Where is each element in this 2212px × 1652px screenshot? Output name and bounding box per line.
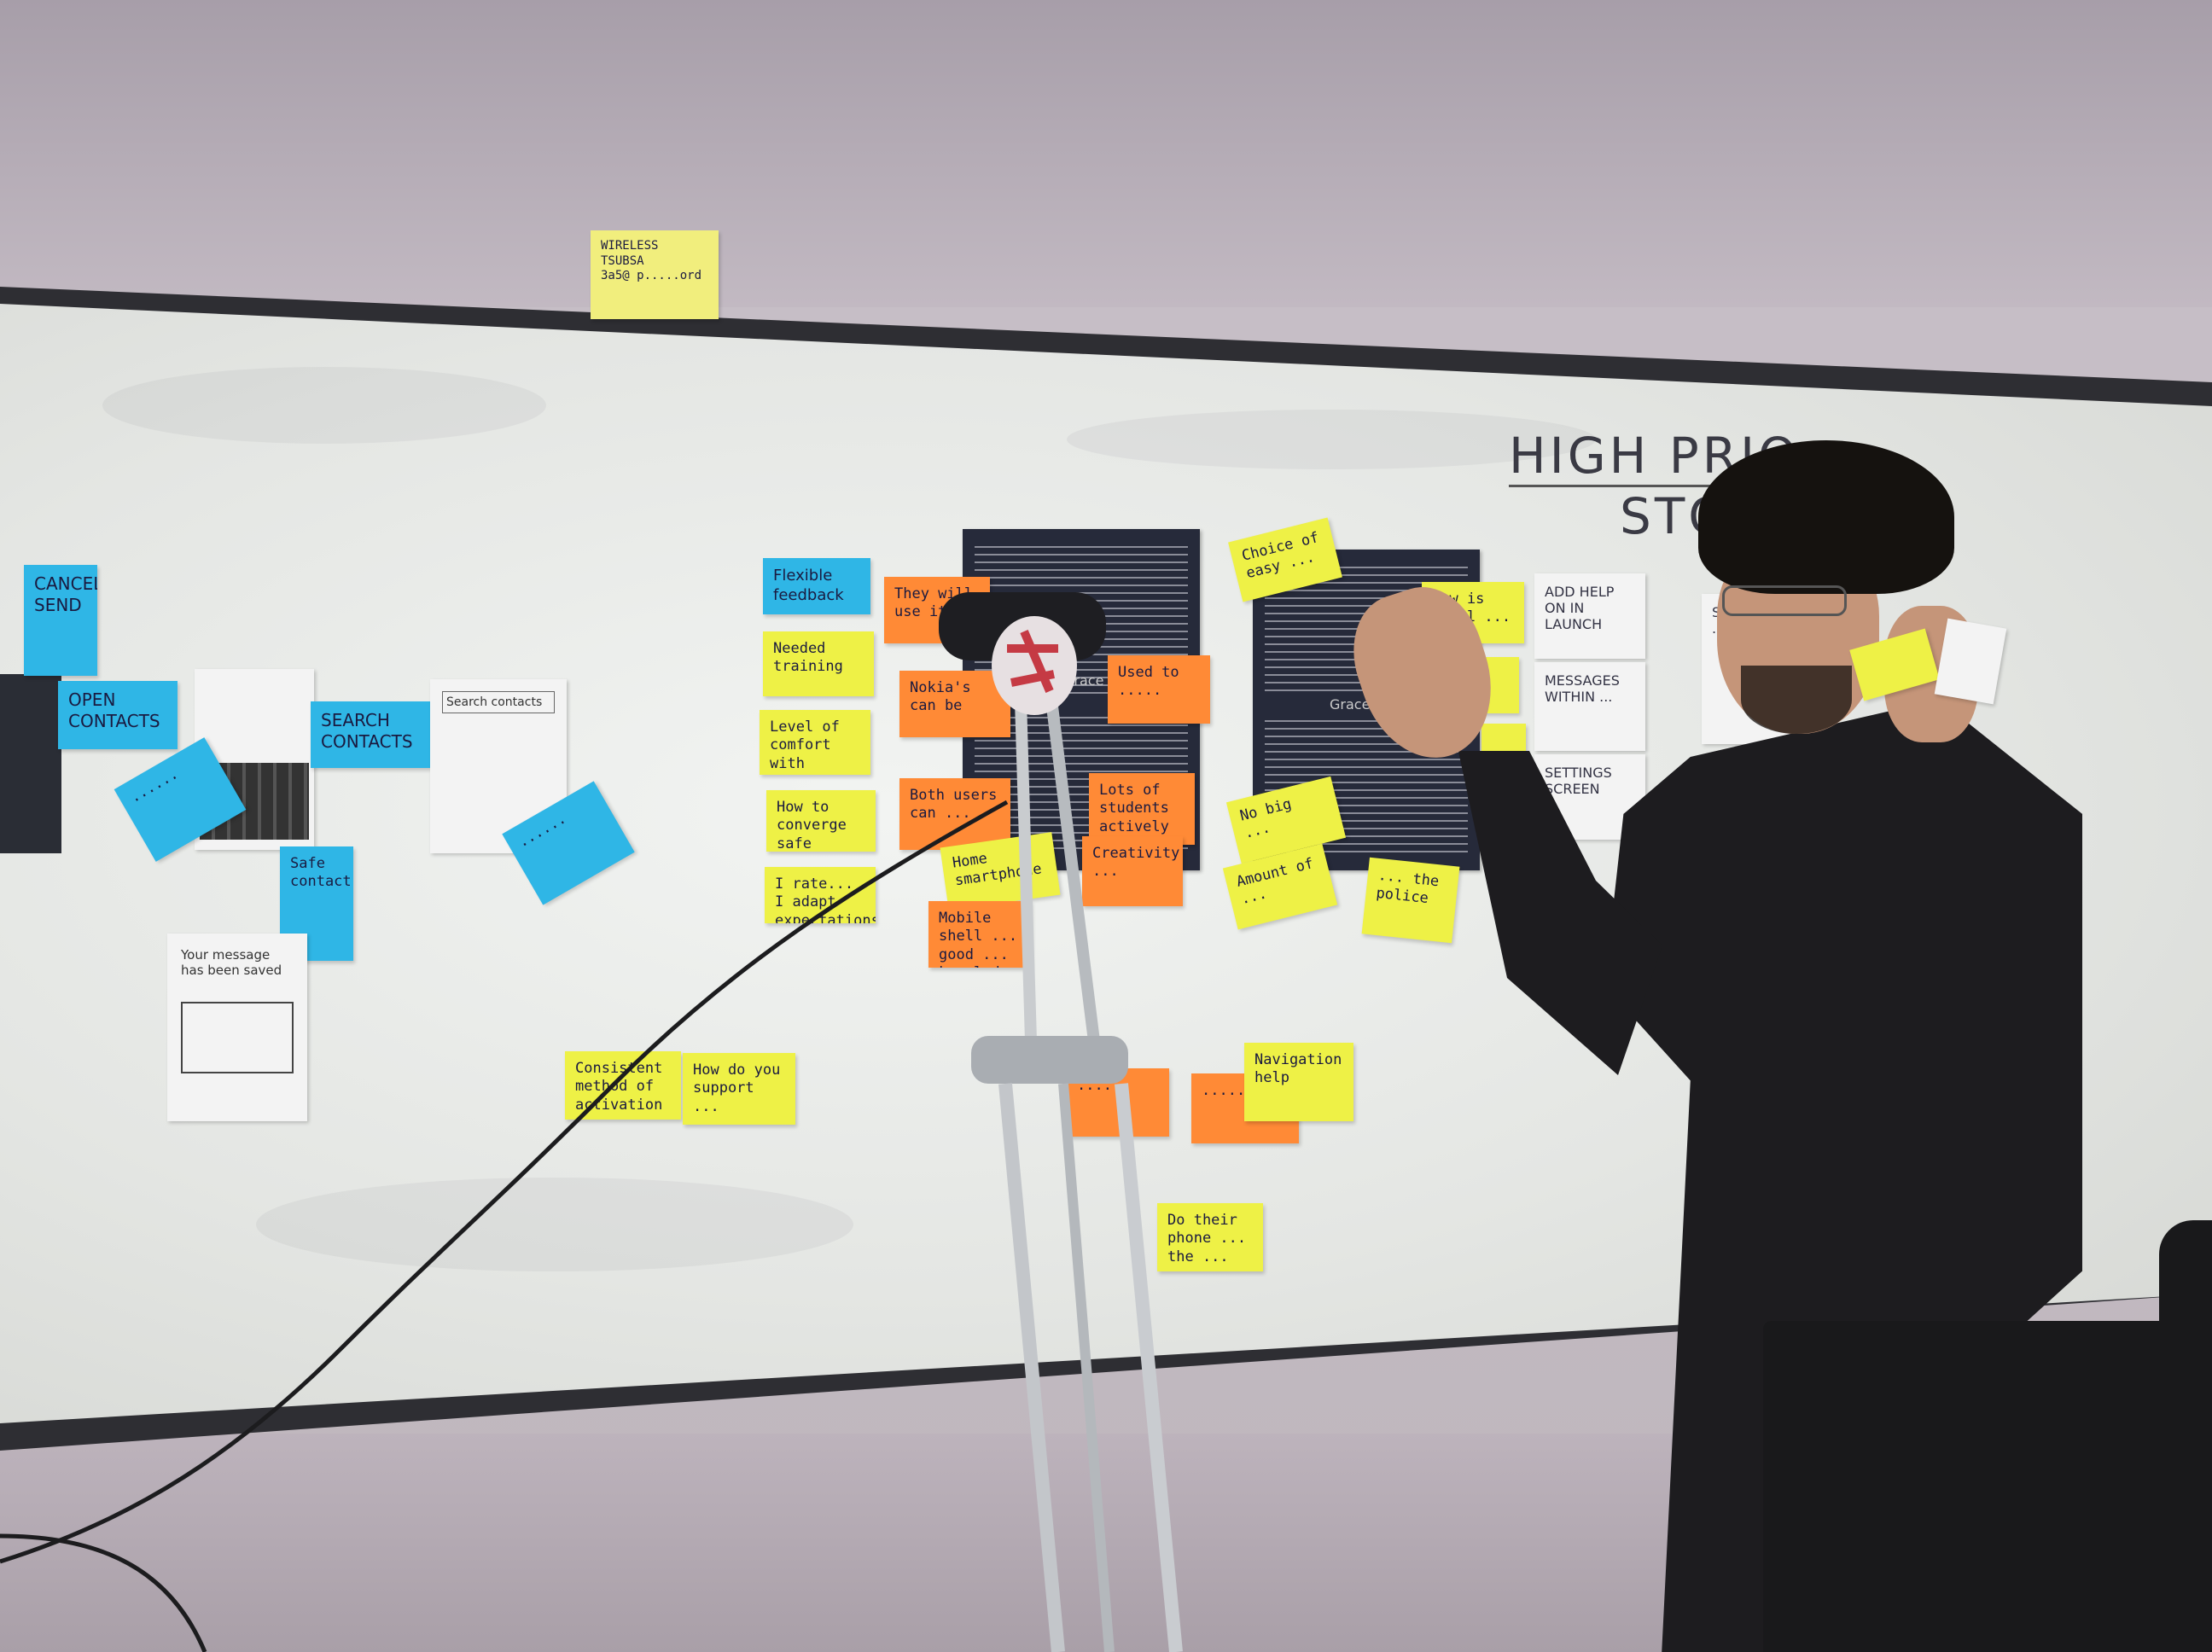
usb-cable — [0, 800, 1009, 1564]
wall-upper — [0, 0, 2212, 307]
glasses-icon — [1722, 585, 1847, 616]
office-chair — [1763, 1321, 2212, 1652]
paper-text: Your message has been saved — [181, 947, 282, 978]
saved-message-sketch: Your message has been saved — [167, 934, 307, 1121]
office-chair-edge — [2159, 1220, 2212, 1331]
board-smudge — [1067, 410, 1596, 469]
paper-text: Search contacts — [442, 691, 555, 713]
person-beard — [1741, 666, 1852, 734]
note-line: TSUBSA — [601, 253, 644, 268]
cancel-send-note: CANCEL SEND — [24, 565, 97, 676]
lamp-pole — [998, 1083, 1065, 1652]
story-card: ADD HELP ON IN LAUNCH — [1534, 573, 1645, 659]
board-smudge — [256, 1178, 853, 1271]
needed-training-note: Needed training — [763, 631, 874, 696]
usb-cable — [0, 1533, 207, 1652]
sketch-box — [181, 1002, 294, 1073]
their-phone-note: Do their phone ... the ... — [1157, 1203, 1263, 1271]
both-users-note: Both users can ... — [899, 778, 1010, 850]
person-hair — [1698, 440, 1954, 594]
cloth-pattern — [1007, 630, 1058, 693]
lamp-arm — [1045, 699, 1100, 1042]
nokias-note: Nokia's can be — [899, 671, 1010, 737]
used-to-note: Used to ..... — [1108, 655, 1210, 724]
converge-safe-practices-note: How to converge safe practices — [766, 790, 876, 852]
open-contacts-note: OPEN CONTACTS — [58, 681, 178, 749]
navigation-help-note: Navigation help — [1244, 1043, 1353, 1121]
search-contacts-note: SEARCH CONTACTS — [311, 701, 430, 768]
note-line: 3a5@ p.....ord — [601, 269, 702, 282]
board-smudge — [102, 367, 546, 444]
flexible-feedback-note: Flexible feedback — [763, 558, 870, 614]
lamp-arm — [1015, 699, 1037, 1042]
creativity-note: Creativity ... — [1082, 836, 1183, 906]
lots-of-students-note: Lots of students actively being ... — [1089, 773, 1195, 845]
level-of-comfort-note: Level of comfort with smartphones varies — [760, 710, 870, 775]
lamp-joint — [971, 1036, 1128, 1084]
note-line: WIRELESS — [601, 239, 659, 253]
support-note: How do you support ... — [683, 1053, 795, 1125]
phone-screenshot — [0, 674, 61, 853]
lamp-pole — [1058, 1083, 1115, 1652]
story-card: MESSAGES WITHIN ... — [1534, 662, 1645, 751]
persona-name: Grace — [1330, 696, 1371, 713]
lamp-pole — [1115, 1083, 1183, 1652]
rate-adapt-note: I rate... I adapt expectations design — [765, 867, 876, 923]
wireless-password-note: WIRELESS TSUBSA 3a5@ p.....ord — [591, 230, 719, 319]
consistent-method-note: Consistent method of activation — [565, 1051, 681, 1120]
mobile-shell-note: Mobile shell ... good ... knowledge — [928, 901, 1031, 968]
